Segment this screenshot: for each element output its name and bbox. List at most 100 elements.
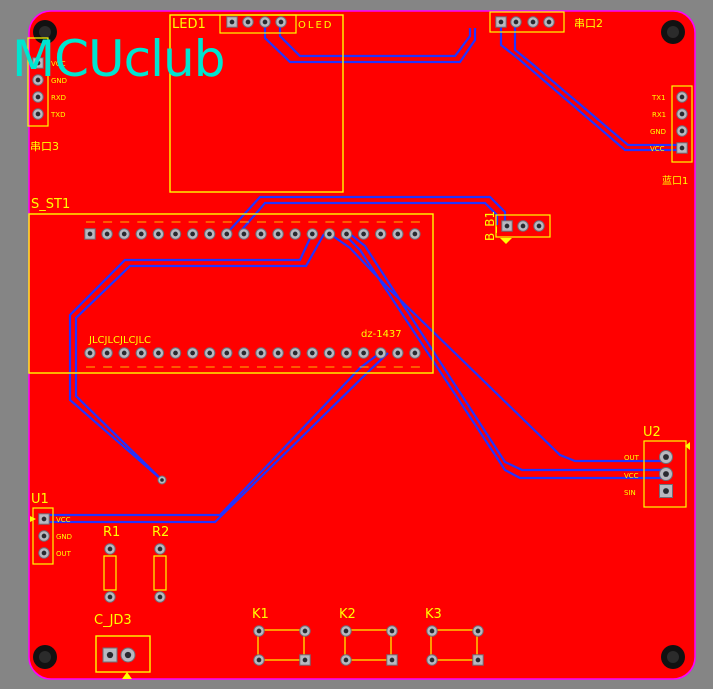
blue-pad (676, 142, 688, 154)
s_st1-label: S_ST1 (31, 197, 70, 212)
key-pad (386, 625, 398, 637)
u2-outline (643, 440, 687, 508)
trace-sst1-u2-b (349, 233, 665, 472)
trace-group (45, 22, 680, 524)
sst1-top-pad (152, 228, 165, 240)
uart3-pin-gnd: GND (51, 77, 67, 85)
sst1-bottom-pad (357, 347, 370, 359)
sst1-top-pad (84, 228, 96, 240)
sst1-bottom-pad (152, 347, 165, 359)
sst1-top-pad (186, 228, 199, 240)
r2-label: R2 (152, 525, 169, 540)
r1-pad (104, 591, 116, 603)
pad-group (32, 16, 688, 666)
jlc-label: JLCJLCJLCJLC (88, 335, 151, 346)
u2-pad (659, 450, 673, 464)
r1-body (103, 555, 117, 591)
sst1-top-pad (392, 228, 404, 240)
c_jd3-outline (95, 635, 151, 673)
r2-pad (154, 543, 166, 555)
blue-pin-rx1: RX1 (652, 111, 666, 119)
sst1-top-pad (238, 228, 250, 240)
r2-body (153, 555, 167, 591)
sst1-top-pad (221, 228, 233, 240)
u2-pad (659, 467, 673, 481)
blue-pin-tx1: TX1 (651, 94, 666, 102)
u1-pin-out: OUT (56, 550, 72, 558)
u1-pad (38, 547, 50, 559)
uart2-pad (495, 16, 507, 28)
key-pad (253, 654, 265, 666)
uart3-pin-rxd: RXD (51, 94, 66, 102)
trace-led-sst1-b (239, 201, 499, 233)
b_b1-pin1-marker (500, 238, 512, 244)
b_b1-pad (517, 220, 529, 232)
uart3-pad (32, 57, 44, 69)
key-pad (340, 654, 352, 666)
sst1-top-pad (340, 228, 353, 240)
sst1-bottom-pad (289, 347, 301, 359)
u1-pin-gnd: GND (56, 533, 72, 541)
sst1-bottom-pad (306, 347, 318, 359)
c_jd3-pin1-marker (122, 672, 132, 679)
sst1-top-pad (255, 228, 267, 240)
trace-sst1-loop-b (74, 233, 325, 481)
uart3-pad (32, 91, 44, 103)
sst1-bottom-pad (84, 347, 96, 359)
r1-pad (104, 543, 116, 555)
key-pad (299, 625, 311, 637)
dz-label: dz-1437 (361, 329, 402, 340)
key-pad (340, 625, 352, 637)
oled-pad (242, 16, 254, 28)
sst1-bottom-pad (204, 347, 216, 359)
trace-sst1-u2-c (329, 233, 665, 463)
sst1-bottom-pad (255, 347, 267, 359)
u2-pin1-marker (685, 442, 690, 450)
u2-pin-sin: SIN (624, 489, 636, 497)
trace-sst1-u1-a (45, 352, 381, 517)
u2-pin-vcc: VCC (624, 472, 639, 480)
sst1-top-pad (289, 228, 301, 240)
oled-pad (275, 16, 287, 28)
c_jd3-label: C_JD3 (94, 613, 132, 628)
uart3-label: 串口3 (30, 140, 59, 153)
mounting-hole-tr (661, 20, 685, 44)
trace-uart2-blue-b (513, 22, 680, 147)
uart3-pin-txd: TXD (50, 111, 65, 119)
sst1-top-pad (409, 228, 421, 240)
sst1-top-pad (357, 228, 370, 240)
uart2-pad (543, 16, 555, 28)
k2-label: K2 (339, 607, 356, 622)
sst1-top-pad (272, 228, 284, 240)
u1-pad (38, 513, 50, 525)
sst1-top-pad (204, 228, 216, 240)
oled-pad (259, 16, 271, 28)
u1-label: U1 (31, 492, 49, 507)
mcuclub-logo: MCUclub (12, 30, 224, 88)
u1-pin-vcc: VCC (56, 516, 71, 524)
k3-label: K3 (425, 607, 442, 622)
trace-led-sst1-a (227, 195, 507, 233)
sst1-bottom-pad (238, 347, 250, 359)
uart2-label: 串口2 (574, 17, 603, 30)
key-pad (472, 654, 484, 666)
trace-uart2-blue-a (499, 22, 680, 152)
sst1-bottom-pad (169, 347, 182, 359)
blue-outline (671, 85, 693, 163)
oled-pad (226, 16, 238, 28)
mounting-hole-bl (33, 645, 57, 669)
sst1-top-pad (135, 228, 148, 240)
key-pad (299, 654, 311, 666)
trace-sst1-u2-a (343, 233, 665, 480)
k1-outline (257, 629, 305, 661)
u1-outline (32, 507, 54, 565)
sst1-bottom-pad (409, 347, 421, 359)
b_b1-pad (501, 220, 513, 232)
led1-label: LED1 (172, 17, 206, 32)
k1-label: K1 (252, 607, 269, 622)
key-pad (472, 625, 484, 637)
uart2-outline (489, 11, 565, 33)
u2-pad (659, 484, 673, 498)
